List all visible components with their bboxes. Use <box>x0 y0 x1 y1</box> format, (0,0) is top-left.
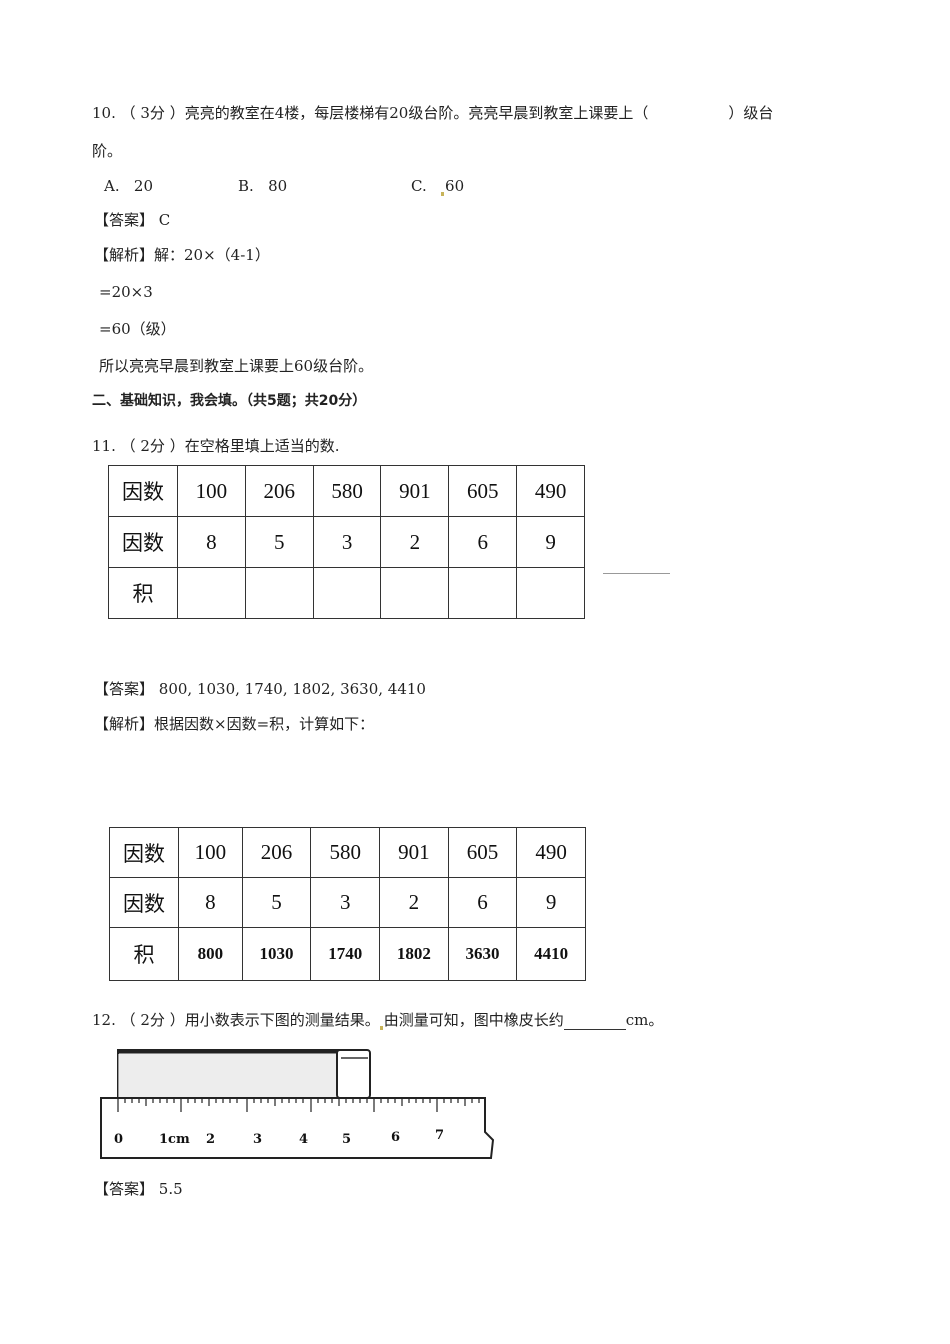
q12-stem: 12. （ 2分 ）用小数表示下图的测量结果。由测量可知，图中橡皮长约 cm。 <box>92 1010 663 1030</box>
ruler-label: 5 <box>342 1132 351 1147</box>
table-cell: 3 <box>312 516 382 568</box>
option-value: 20 <box>133 177 154 195</box>
product-input-cell[interactable] <box>516 567 585 619</box>
table-cell: 580 <box>312 465 382 517</box>
product-cell: 3630 <box>447 927 518 981</box>
table-cell: 8 <box>178 877 243 928</box>
table-cell: 3 <box>310 877 381 928</box>
table-cell: 9 <box>516 516 585 568</box>
table-cell: 8 <box>177 516 246 568</box>
product-input-cell[interactable] <box>448 567 518 619</box>
answer-underline <box>603 573 670 574</box>
table-cell: 206 <box>244 465 314 517</box>
product-cell: 1740 <box>310 927 381 981</box>
product-cell: 800 <box>178 927 243 981</box>
analysis-line: =20×3 <box>99 283 153 301</box>
analysis-label: 【解析】 <box>94 715 155 733</box>
analysis-line: 解：20×（4-1） <box>154 246 270 264</box>
row-label: 因数 <box>109 827 179 878</box>
watermark-dot <box>379 1026 383 1030</box>
ruler-eraser-figure: 0 1cm 2 3 4 5 6 7 <box>97 1040 497 1160</box>
product-cell: 1030 <box>241 927 312 981</box>
ruler-label: 2 <box>206 1132 215 1147</box>
section-heading: 二、基础知识，我会填。（共5题；共20分） <box>92 393 367 409</box>
ruler-label: 1cm <box>159 1132 190 1147</box>
table-cell: 490 <box>516 465 585 517</box>
analysis-line: =60（级） <box>99 320 176 338</box>
table-cell: 490 <box>516 827 586 878</box>
option-letter: B. <box>238 177 254 195</box>
q12-answer: 【答案】 5.5 <box>94 1179 183 1199</box>
row-label: 积 <box>108 567 178 619</box>
q10-answer: 【答案】 C <box>94 210 170 230</box>
answer-label: 【答案】 <box>94 1180 155 1198</box>
product-input-cell[interactable] <box>312 567 382 619</box>
answer-value: C <box>158 211 171 229</box>
q10-stem-text: 10. （ 3分 ）亮亮的教室在4楼，每层楼梯有20级台阶。亮亮早晨到教室上课要… <box>92 104 649 122</box>
table-cell: 580 <box>310 827 381 878</box>
table-cell: 2 <box>379 877 449 928</box>
table-cell: 2 <box>380 516 450 568</box>
q10-stem-line1: 10. （ 3分 ）亮亮的教室在4楼，每层楼梯有20级台阶。亮亮早晨到教室上课要… <box>92 103 773 123</box>
row-label: 积 <box>109 927 179 981</box>
table-cell: 100 <box>178 827 243 878</box>
table-cell: 9 <box>516 877 586 928</box>
table-cell: 605 <box>447 827 518 878</box>
analysis-text: 根据因数×因数=积，计算如下： <box>154 715 375 733</box>
table-cell: 901 <box>379 827 449 878</box>
q10-option-b[interactable]: B. 80 <box>238 176 287 196</box>
q11-table: 因数 100 206 580 901 605 490 因数 8 5 3 2 6 … <box>108 465 585 619</box>
q11-stem: 11. （ 2分 ）在空格里填上适当的数. <box>92 437 340 455</box>
row-label: 因数 <box>109 877 179 928</box>
row-label: 因数 <box>108 465 178 517</box>
q12-stem-mid: 由测量可知，图中橡皮长约 <box>383 1011 564 1029</box>
answer-value: 800, 1030, 1740, 1802, 3630, 4410 <box>158 680 426 698</box>
table-cell: 6 <box>447 877 518 928</box>
q10-option-c[interactable]: C. 60 <box>411 176 464 196</box>
watermark-dot <box>441 192 445 196</box>
product-input-cell[interactable] <box>244 567 314 619</box>
table-cell: 206 <box>241 827 312 878</box>
q12-stem-text: 12. （ 2分 ）用小数表示下图的测量结果。 <box>92 1011 380 1029</box>
ruler-label: 0 <box>114 1132 123 1147</box>
table-cell: 100 <box>177 465 246 517</box>
table-cell: 5 <box>244 516 314 568</box>
q12-stem-unit: cm。 <box>625 1011 664 1029</box>
analysis-label: 【解析】 <box>94 246 155 264</box>
ruler-label: 7 <box>435 1128 444 1143</box>
q10-stem-line2: 阶。 <box>92 142 123 160</box>
answer-value: 5.5 <box>158 1180 183 1198</box>
q11-answer: 【答案】 800, 1030, 1740, 1802, 3630, 4410 <box>94 679 426 699</box>
ruler-label: 6 <box>391 1130 400 1145</box>
q10-option-a[interactable]: A. 20 <box>104 176 153 196</box>
product-cell: 4410 <box>516 927 586 981</box>
table-cell: 901 <box>380 465 450 517</box>
row-label: 因数 <box>108 516 178 568</box>
ruler-icon: 0 1cm 2 3 4 5 6 7 <box>100 1049 495 1159</box>
product-input-cell[interactable] <box>380 567 450 619</box>
analysis-conclusion: 所以亮亮早晨到教室上课要上60级台阶。 <box>99 357 374 375</box>
option-letter: A. <box>104 177 120 195</box>
answer-label: 【答案】 <box>94 680 155 698</box>
table-cell: 605 <box>448 465 518 517</box>
ruler-label: 4 <box>299 1132 308 1147</box>
option-letter: C. <box>411 177 427 195</box>
answer-label: 【答案】 <box>94 211 155 229</box>
product-input-cell[interactable] <box>177 567 246 619</box>
ruler-label: 3 <box>253 1132 262 1147</box>
option-value: 60 <box>445 177 465 195</box>
option-value: 80 <box>268 177 288 195</box>
table-cell: 5 <box>241 877 312 928</box>
q11-analysis: 【解析】根据因数×因数=积，计算如下： <box>94 714 374 734</box>
q12-answer-blank[interactable] <box>563 1015 626 1030</box>
q10-analysis: 【解析】解：20×（4-1） <box>94 245 270 265</box>
product-cell: 1802 <box>379 927 449 981</box>
q11-solution-table: 因数 100 206 580 901 605 490 因数 8 5 3 2 6 … <box>109 827 586 981</box>
q10-stem-suffix: ）级台 <box>728 104 774 122</box>
table-cell: 6 <box>448 516 518 568</box>
